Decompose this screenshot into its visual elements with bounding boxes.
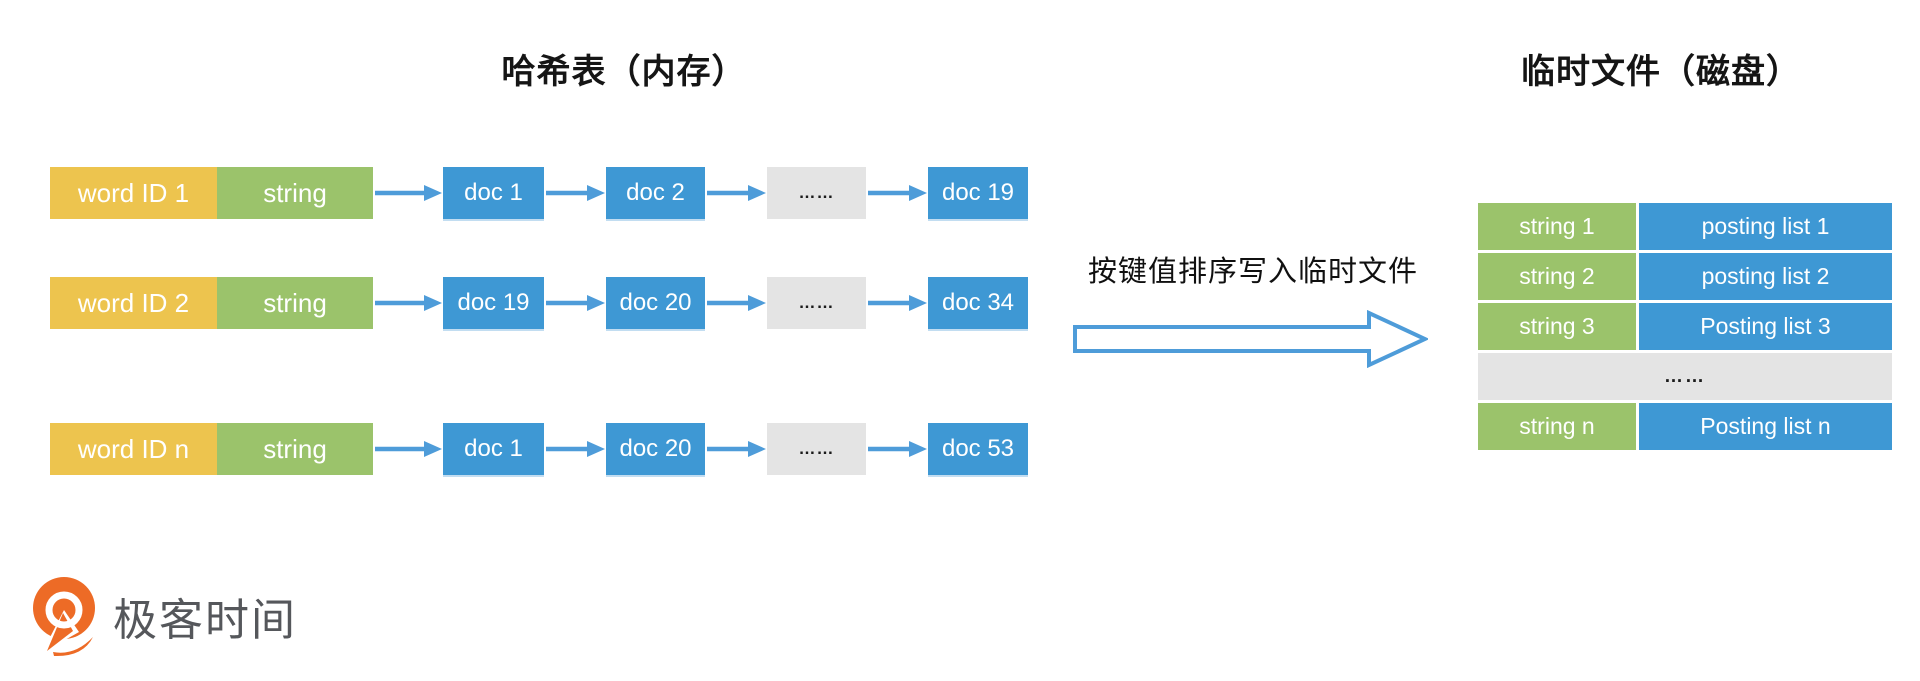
hash-table-title: 哈希表（内存） xyxy=(501,53,747,91)
arrow-right-icon xyxy=(868,441,927,457)
geektime-logo-icon xyxy=(33,577,95,657)
table-row: string 1 posting list 1 xyxy=(1478,203,1892,250)
doc-node: doc 19 xyxy=(928,167,1028,219)
hash-table-row-2: word ID 2 string doc 19 doc 20 …… doc 34 xyxy=(50,277,1028,329)
doc-node: doc 34 xyxy=(928,277,1028,329)
string-key-cell: string 3 xyxy=(1478,303,1636,350)
ellipsis-row: …… xyxy=(1478,353,1892,400)
table-row: string n Posting list n xyxy=(1478,403,1892,450)
posting-list-cell: Posting list n xyxy=(1639,403,1892,450)
temp-file-table: string 1 posting list 1 string 2 posting… xyxy=(1478,203,1892,450)
arrow-right-icon xyxy=(707,185,766,201)
arrow-right-icon xyxy=(868,295,927,311)
arrow-right-icon xyxy=(868,185,927,201)
word-id-cell: word ID 2 xyxy=(50,277,217,329)
doc-node: doc 20 xyxy=(606,277,705,329)
geektime-logo-text: 极客时间 xyxy=(113,596,297,645)
doc-node: doc 2 xyxy=(606,167,705,219)
string-key-cell: string 2 xyxy=(1478,253,1636,300)
arrow-right-icon xyxy=(375,295,442,311)
posting-list-cell: posting list 2 xyxy=(1639,253,1892,300)
doc-node: doc 1 xyxy=(443,167,544,219)
table-row: string 2 posting list 2 xyxy=(1478,253,1892,300)
arrow-right-icon xyxy=(546,185,605,201)
doc-node: doc 53 xyxy=(928,423,1028,475)
posting-list-cell: Posting list 3 xyxy=(1639,303,1892,350)
string-cell: string xyxy=(217,277,373,329)
word-id-cell: word ID n xyxy=(50,423,217,475)
ellipsis-node: …… xyxy=(767,423,866,475)
table-row: string 3 Posting list 3 xyxy=(1478,303,1892,350)
string-key-cell: string 1 xyxy=(1478,203,1636,250)
block-arrow-right-icon xyxy=(1073,310,1428,368)
temp-file-title: 临时文件（磁盘） xyxy=(1521,53,1801,91)
arrow-right-icon xyxy=(707,441,766,457)
doc-node: doc 19 xyxy=(443,277,544,329)
arrow-right-icon xyxy=(707,295,766,311)
sort-write-label: 按键值排序写入临时文件 xyxy=(1087,256,1418,288)
hash-table-row-1: word ID 1 string doc 1 doc 2 …… doc 19 xyxy=(50,167,1028,219)
word-id-cell: word ID 1 xyxy=(50,167,217,219)
string-cell: string xyxy=(217,423,373,475)
geektime-logo: 极客时间 xyxy=(27,575,297,657)
arrow-right-icon xyxy=(546,295,605,311)
arrow-right-icon xyxy=(375,441,442,457)
ellipsis-node: …… xyxy=(767,167,866,219)
posting-list-cell: posting list 1 xyxy=(1639,203,1892,250)
string-key-cell: string n xyxy=(1478,403,1636,450)
doc-node: doc 1 xyxy=(443,423,544,475)
arrow-right-icon xyxy=(375,185,442,201)
string-cell: string xyxy=(217,167,373,219)
arrow-right-icon xyxy=(546,441,605,457)
doc-node: doc 20 xyxy=(606,423,705,475)
ellipsis-node: …… xyxy=(767,277,866,329)
hash-table-row-n: word ID n string doc 1 doc 20 …… doc 53 xyxy=(50,423,1028,475)
